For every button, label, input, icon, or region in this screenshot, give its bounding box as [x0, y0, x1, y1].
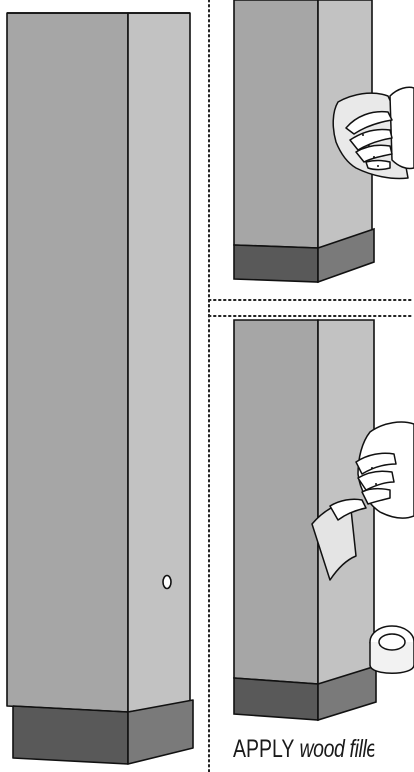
left-post-side-face: [127, 12, 191, 713]
tape-post-base-front: [233, 677, 319, 721]
instruction-caption: APPLY wood filler: [233, 734, 374, 764]
wipe-post-base-side: [317, 227, 375, 284]
panel-dividers: [208, 0, 414, 772]
tape-post-base-side: [317, 664, 377, 722]
caption-object: wood filler: [299, 735, 374, 763]
caption-verb: APPLY: [233, 735, 295, 763]
wipe-post-base-front: [233, 244, 319, 283]
left-post-front-face: [6, 12, 129, 713]
hole-icon: [162, 574, 172, 590]
hand-with-cloth-icon: [345, 86, 414, 171]
tape-roll-icon: [369, 625, 414, 674]
left-post-base-side: [127, 699, 194, 765]
tape-panel: [233, 319, 414, 722]
hand-with-tape-icon: [329, 421, 414, 521]
left-post-base-front: [12, 705, 129, 765]
wipe-panel: [233, 0, 414, 284]
left-post: [6, 12, 194, 765]
tape-post-front-face: [233, 319, 319, 685]
wipe-post-front-face: [233, 0, 319, 249]
